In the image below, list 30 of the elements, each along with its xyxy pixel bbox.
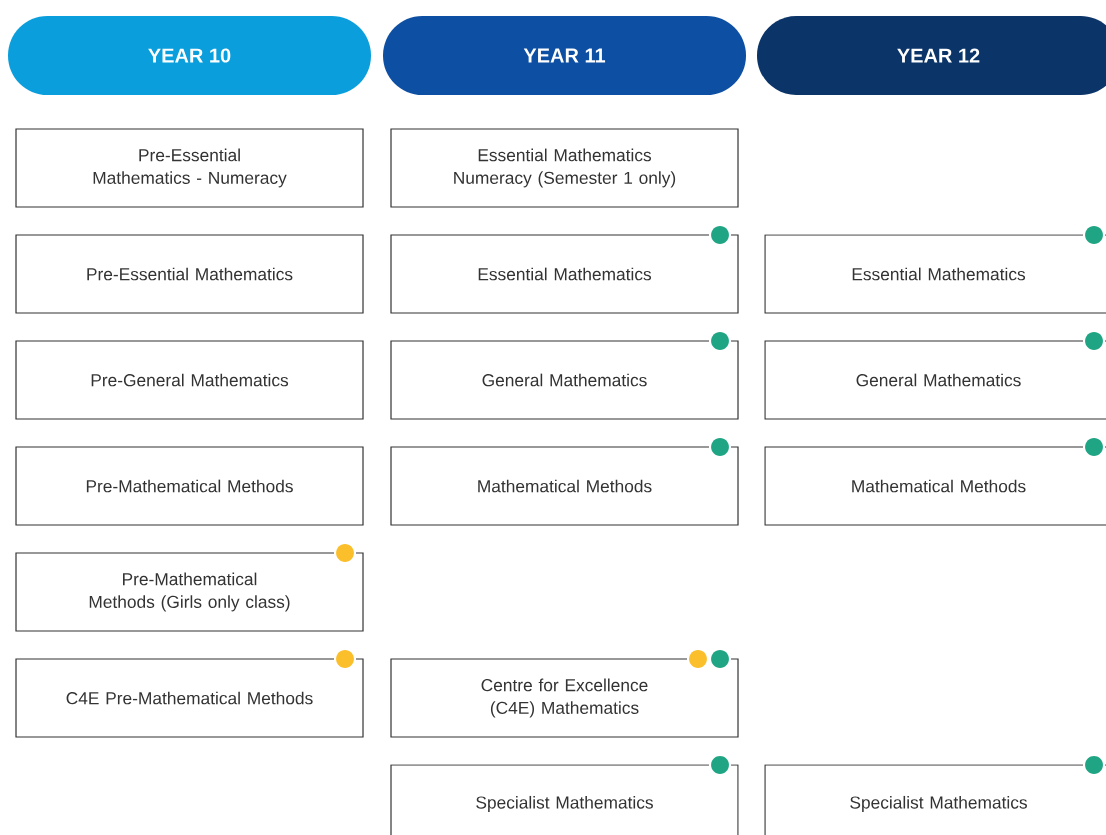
node-label: Pre-Mathematical Methods (Girls only class) [89, 572, 290, 612]
course-box: General Mathematics [390, 332, 739, 420]
course-box: Mathematical Methods [764, 438, 1106, 526]
node-label: Mathematical Methods [478, 479, 652, 493]
course-box: Essential Mathematics [390, 226, 739, 314]
node-label: General Mathematics [482, 373, 647, 387]
course-box: C4E Pre-Mathematical Methods [15, 650, 364, 738]
course-box: Pre-Mathematical Methods [15, 446, 364, 526]
course-box: Pre-Essential Mathematics - Numeracy [15, 128, 364, 208]
course-box: Specialist Mathematics [390, 756, 739, 835]
course-box: Centre for Excellence (C4E) Mathematics [390, 650, 739, 738]
course-box: Specialist Mathematics [764, 756, 1106, 835]
course-box: Pre-Essential Mathematics [15, 234, 364, 314]
node-label: General Mathematics [856, 373, 1021, 387]
year-header: YEAR 12 [757, 16, 1106, 95]
year-header: YEAR 11 [383, 16, 746, 95]
node-label: Specialist Mathematics [476, 795, 653, 813]
node-label: Centre for Excellence (C4E) Mathematics [481, 678, 648, 718]
node-label: Specialist Mathematics [850, 795, 1027, 813]
node-label: Essential Mathematics [852, 267, 1026, 281]
course-box: Pre-General Mathematics [15, 340, 364, 420]
node-label: C4E Pre-Mathematical Methods [66, 691, 313, 705]
course-box: Essential Mathematics [764, 226, 1106, 314]
course-box: Pre-Mathematical Methods (Girls only class) [15, 544, 364, 632]
course-box: Essential Mathematics Numeracy (Semester 1 only) [390, 128, 739, 208]
course-box: Mathematical Methods [390, 438, 739, 526]
year-header: YEAR 10 [8, 16, 371, 95]
node-label: Mathematical Methods [852, 479, 1026, 493]
course-box: General Mathematics [764, 332, 1106, 420]
node-label: Essential Mathematics [478, 267, 652, 281]
